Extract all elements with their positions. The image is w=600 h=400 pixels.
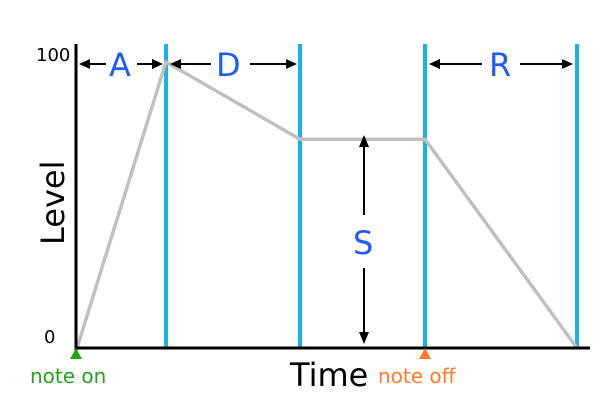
note-off-label: note off (378, 364, 457, 388)
y-max-label: 100 (36, 45, 70, 66)
attack-label: A (109, 46, 131, 84)
attack-arrowhead-right-icon (152, 59, 163, 69)
sustain-arrowhead-up-icon (359, 135, 369, 147)
sustain-arrowhead-down-icon (359, 332, 369, 344)
y-axis-title: Level (34, 161, 72, 245)
attack-arrowhead-left-icon (79, 59, 90, 69)
note-off-marker-icon (419, 348, 431, 359)
release-label: R (489, 46, 511, 84)
x-axis-title: Time (289, 356, 368, 394)
decay-arrowhead-right-icon (286, 59, 297, 69)
note-on-label: note on (30, 364, 106, 388)
decay-arrowhead-left-icon (170, 59, 181, 69)
note-on-marker-icon (70, 348, 82, 359)
decay-label: D (216, 46, 241, 84)
y-min-label: 0 (44, 327, 55, 348)
release-arrowhead-right-icon (562, 59, 573, 69)
envelope-curve (75, 60, 579, 350)
release-arrowhead-left-icon (429, 59, 440, 69)
sustain-label: S (353, 224, 373, 262)
